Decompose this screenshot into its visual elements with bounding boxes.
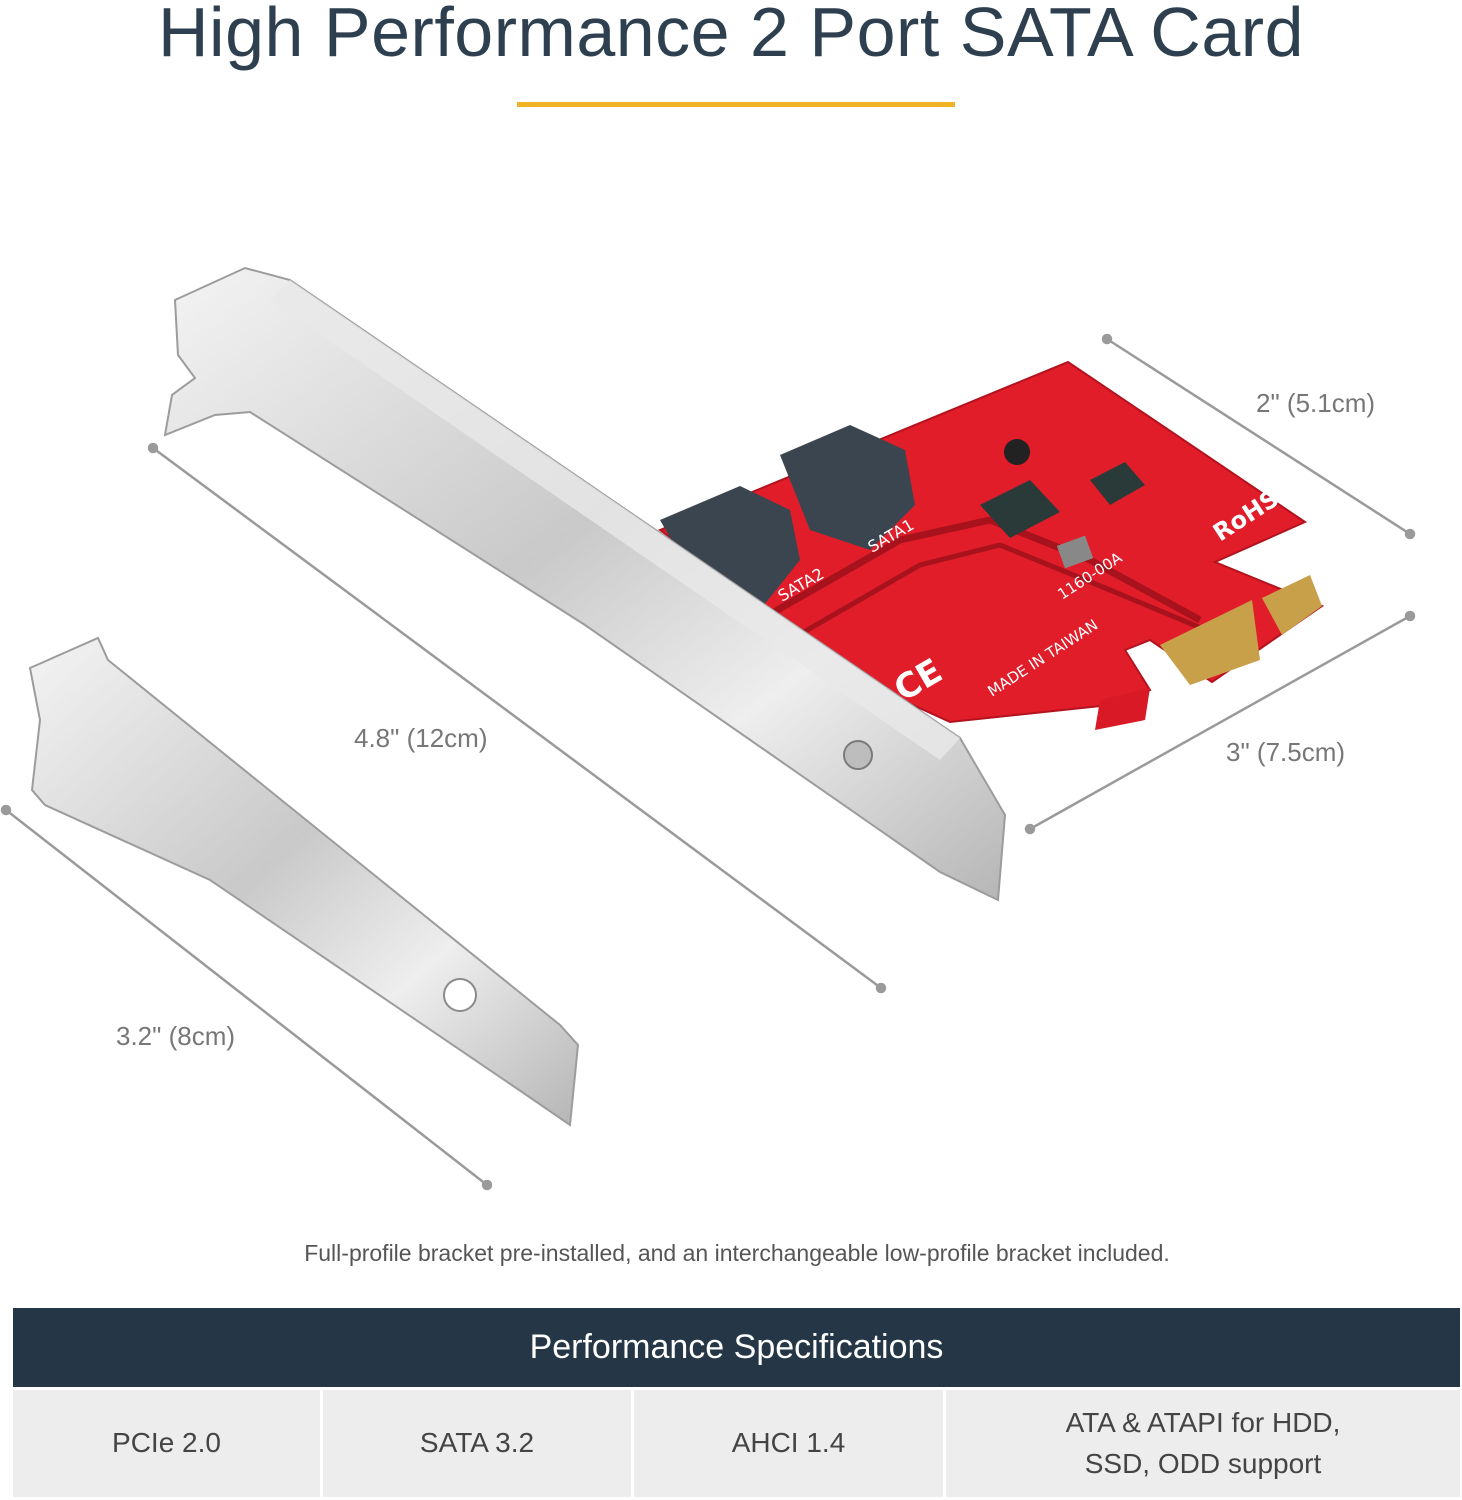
sata-card-pcb: SATA2 SATA1 RoHS 1160-00A MADE IN TAIWAN…: [657, 360, 1325, 730]
specs-heading: Performance Specifications: [13, 1308, 1460, 1387]
specs-row: PCIe 2.0 SATA 3.2 AHCI 1.4 ATA & ATAPI f…: [13, 1390, 1460, 1497]
dimension-label-low-bracket: 3.2" (8cm): [116, 1021, 236, 1051]
dimension-line-low-bracket: [0, 804, 493, 1191]
dimension-line-card-length: [1024, 610, 1416, 835]
performance-specs-table: Performance Specifications PCIe 2.0 SATA…: [13, 1308, 1460, 1497]
page-title: High Performance 2 Port SATA Card: [157, 0, 1305, 71]
spec-cell-pcie: PCIe 2.0: [13, 1390, 320, 1497]
full-profile-bracket: [163, 266, 1007, 902]
bracket-caption: Full-profile bracket pre-installed, and …: [304, 1240, 1170, 1266]
dimension-line-full-bracket: [147, 442, 887, 994]
spec-cell-device-support: ATA & ATAPI for HDD, SSD, ODD support: [946, 1390, 1460, 1497]
product-illustration: SATA2 SATA1 RoHS 1160-00A MADE IN TAIWAN…: [0, 266, 1416, 1191]
low-profile-bracket: [28, 636, 580, 1127]
spec-cell-sata: SATA 3.2: [323, 1390, 631, 1497]
dimension-line-card-height: [1101, 333, 1416, 540]
dimension-label-card-length: 3" (7.5cm): [1226, 737, 1346, 767]
title-accent-bar: [517, 102, 955, 107]
dimension-label-full-bracket: 4.8" (12cm): [354, 723, 488, 753]
dimension-label-card-height: 2" (5.1cm): [1256, 388, 1376, 418]
spec-cell-ahci: AHCI 1.4: [634, 1390, 943, 1497]
